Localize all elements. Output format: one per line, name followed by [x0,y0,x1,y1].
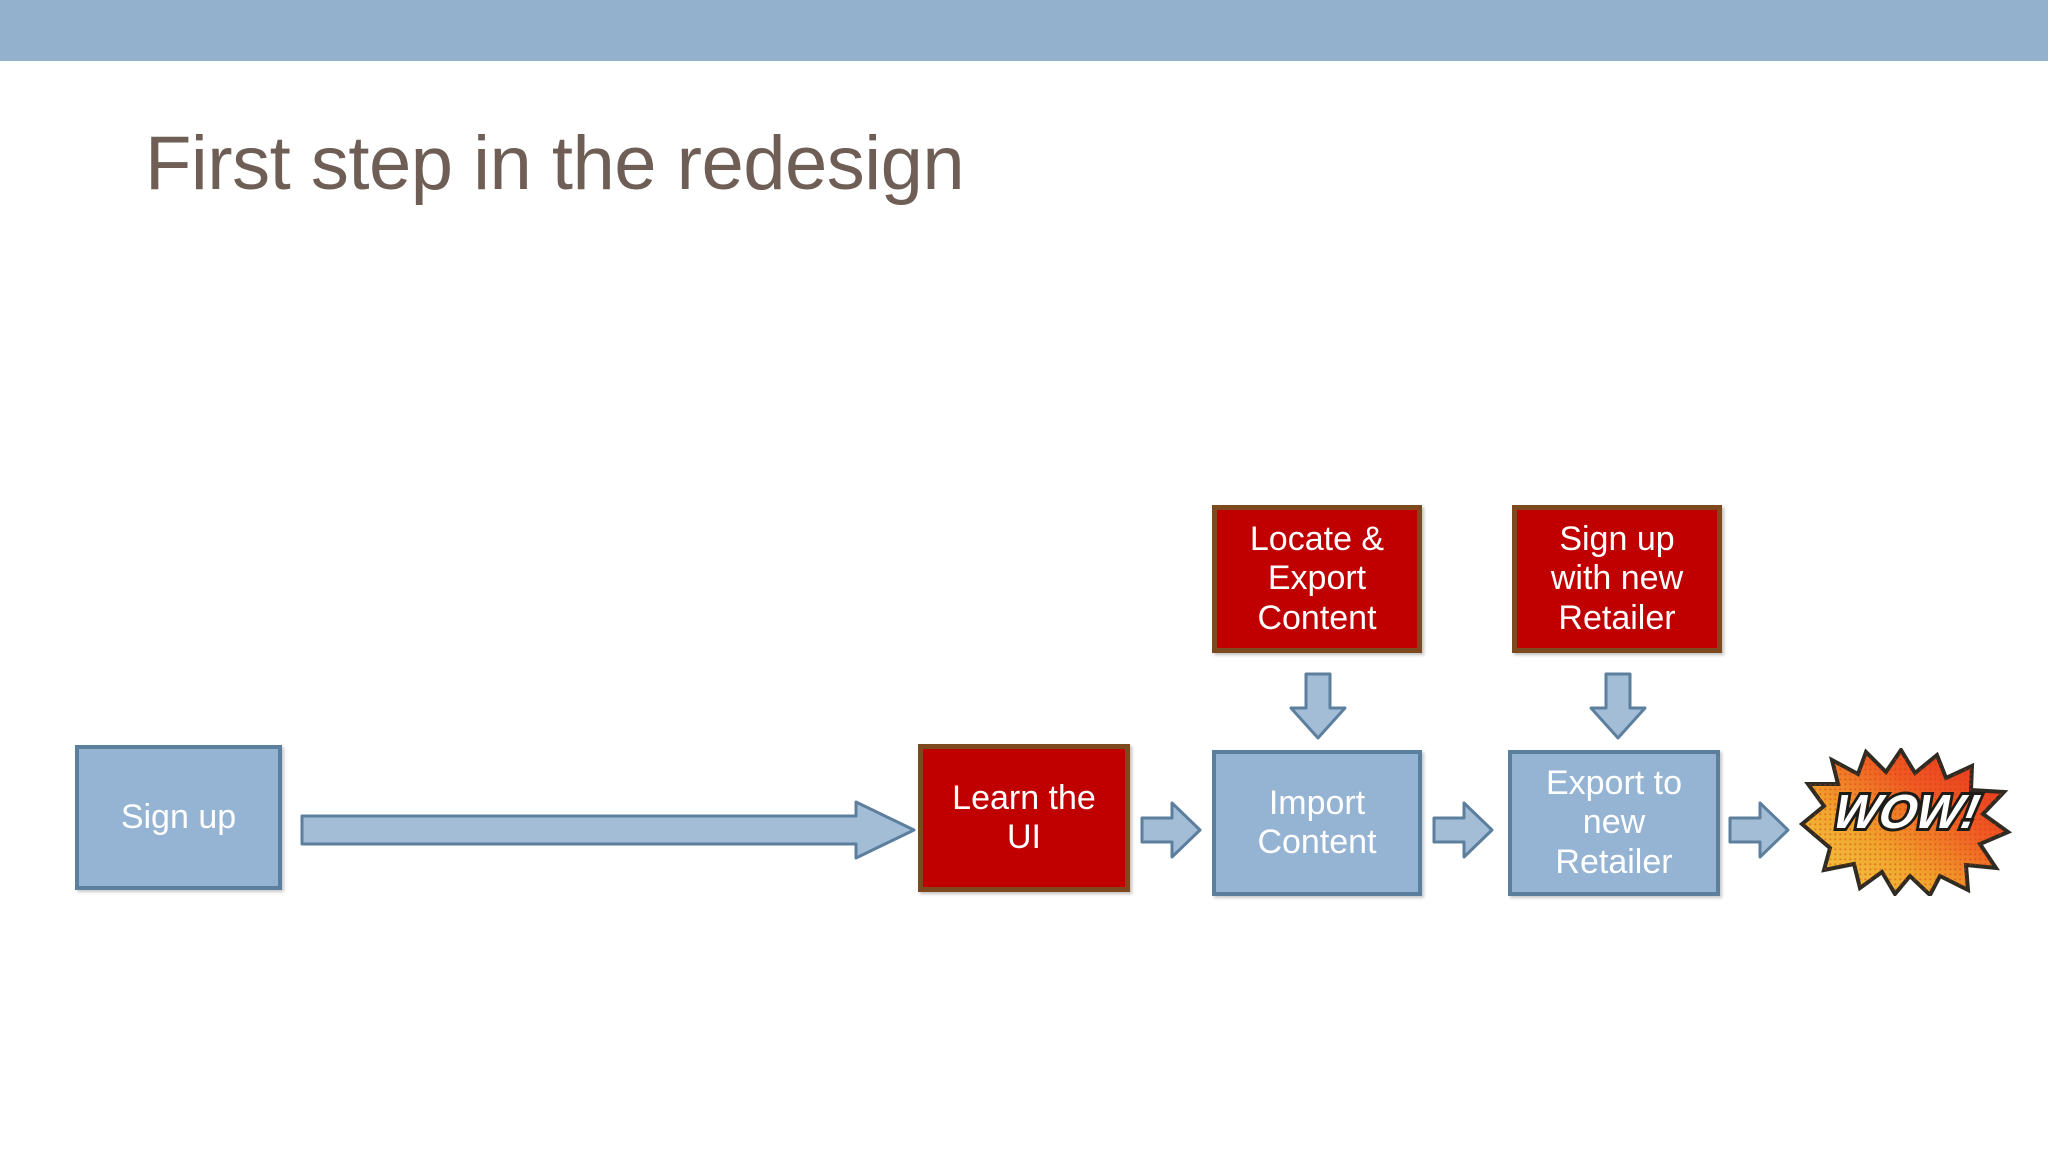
flow-node-label-line1: Import [1268,783,1366,822]
flow-node-label-line2: UI [1006,818,1041,856]
flow-node-label: Learn the UI [952,779,1096,857]
flow-node-export-to-new-retailer[interactable]: Export to new Retailer [1508,750,1720,896]
flow-node-import-content[interactable]: Import Content [1212,750,1422,896]
connector-arrow-down-icon [1588,672,1648,740]
flow-node-locate-export-content[interactable]: Locate & Export Content [1212,505,1422,653]
flow-node-sign-up-with-new-retailer[interactable]: Sign up with new Retailer [1512,505,1722,653]
flow-node-label: Export to new Retailer [1546,764,1682,881]
flow-node-label-line1: Export to [1545,764,1683,803]
flow-node-label: Locate & Export Content [1250,520,1384,637]
flow-node-label-line3: Retailer [1555,842,1673,881]
flow-node-label-line3: Retailer [1558,598,1676,637]
connector-arrow-right-icon [1140,800,1202,860]
flow-node-label-line2: with new [1550,559,1684,598]
flow-node-label-line1: Sign up [1559,520,1675,559]
flow-node-label-line2: Content [1257,823,1377,861]
connector-arrow-right-long-icon [300,800,916,860]
flow-node-label-line2: new [1582,803,1646,842]
wow-burst-icon: WOW! [1794,748,2012,896]
flow-node-label: Sign up [120,797,237,836]
flow-node-label: Import Content [1257,784,1376,862]
flow-node-label-line1: Learn the [952,778,1096,817]
flow-node-learn-the-ui[interactable]: Learn the UI [918,744,1130,892]
connector-arrow-right-icon [1728,800,1790,860]
flow-node-label-line2: Export [1267,559,1367,598]
top-accent-banner [0,0,2048,61]
flow-node-sign-up[interactable]: Sign up [75,745,282,890]
flow-node-label-line1: Locate & [1249,520,1385,559]
flow-node-label-line3: Content [1257,598,1377,637]
page-title: First step in the redesign [145,121,965,206]
wow-burst-label: WOW! [1829,785,1984,838]
connector-arrow-right-icon [1432,800,1494,860]
flow-node-label: Sign up with new Retailer [1551,520,1683,637]
connector-arrow-down-icon [1288,672,1348,740]
